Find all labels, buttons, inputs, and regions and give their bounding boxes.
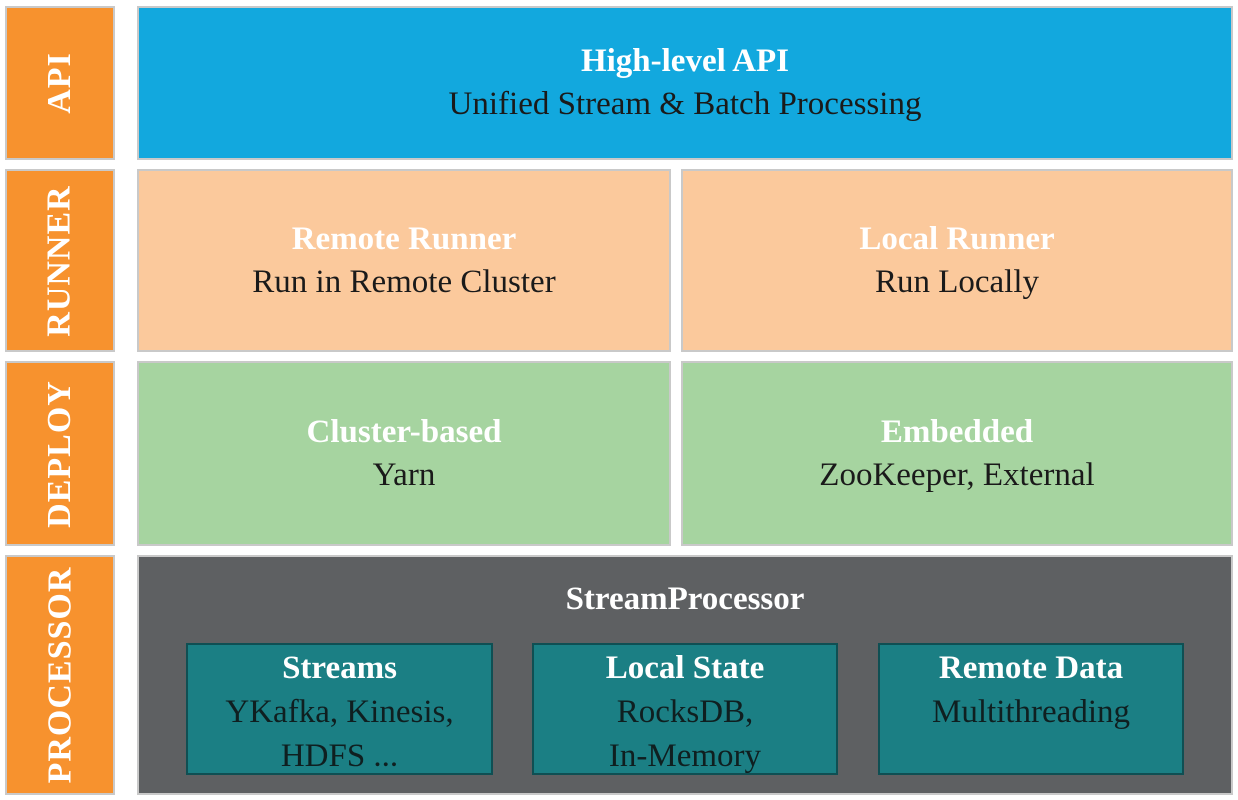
remote-data-line1: Multithreading bbox=[932, 693, 1130, 730]
layer-label-processor: PROCESSOR bbox=[5, 555, 115, 795]
streams-line2: HDFS ... bbox=[280, 738, 399, 775]
local-runner-title: Local Runner bbox=[859, 220, 1055, 257]
streams-title: Streams bbox=[282, 650, 397, 686]
local-runner-subtitle: Run Locally bbox=[874, 263, 1040, 300]
layer-label-api-text: API bbox=[41, 52, 78, 114]
remote-runner-subtitle: Run in Remote Cluster bbox=[252, 263, 556, 300]
layer-label-runner: RUNNER bbox=[5, 169, 115, 352]
local-state-line2: In-Memory bbox=[608, 738, 762, 775]
api-panel: High-level API Unified Stream & Batch Pr… bbox=[137, 6, 1233, 160]
local-runner-panel: Local Runner Run Locally bbox=[681, 169, 1233, 352]
stream-processor-title: StreamProcessor bbox=[565, 581, 805, 617]
streams-component: Streams YKafka, Kinesis, HDFS ... bbox=[186, 643, 493, 775]
embedded-deploy-subtitle: ZooKeeper, External bbox=[819, 456, 1095, 493]
local-state-component: Local State RocksDB, In-Memory bbox=[532, 643, 838, 775]
layer-label-deploy: DEPLOY bbox=[5, 361, 115, 546]
layer-label-processor-text: PROCESSOR bbox=[41, 566, 79, 784]
layer-label-api: API bbox=[5, 6, 115, 160]
local-state-title: Local State bbox=[605, 650, 765, 686]
cluster-deploy-title: Cluster-based bbox=[306, 413, 502, 450]
embedded-deploy-title: Embedded bbox=[880, 413, 1034, 450]
api-subtitle: Unified Stream & Batch Processing bbox=[448, 86, 922, 122]
api-title: High-level API bbox=[580, 43, 790, 80]
streams-line1: YKafka, Kinesis, bbox=[225, 693, 454, 730]
stream-processor-panel: StreamProcessor Streams YKafka, Kinesis,… bbox=[137, 555, 1233, 795]
remote-data-component: Remote Data Multithreading bbox=[878, 643, 1184, 775]
layer-label-deploy-text: DEPLOY bbox=[41, 379, 78, 528]
embedded-deploy-panel: Embedded ZooKeeper, External bbox=[681, 361, 1233, 546]
remote-runner-title: Remote Runner bbox=[291, 220, 517, 257]
remote-data-title: Remote Data bbox=[938, 650, 1124, 686]
remote-runner-panel: Remote Runner Run in Remote Cluster bbox=[137, 169, 671, 352]
layer-label-runner-text: RUNNER bbox=[41, 184, 79, 337]
local-state-line1: RocksDB, bbox=[616, 693, 754, 730]
cluster-deploy-panel: Cluster-based Yarn bbox=[137, 361, 671, 546]
cluster-deploy-subtitle: Yarn bbox=[372, 456, 436, 493]
